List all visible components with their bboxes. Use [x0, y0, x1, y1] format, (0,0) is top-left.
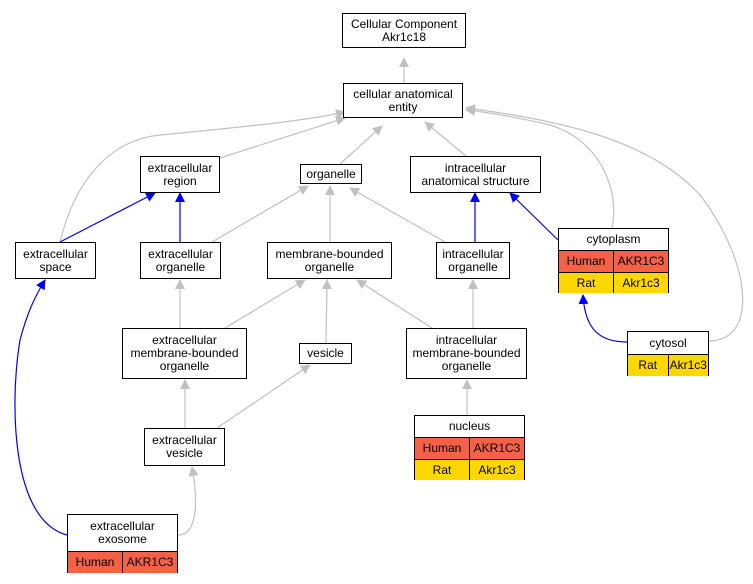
node-label: vesicle	[307, 346, 344, 360]
is-a-edge-extracellular-mbo-to-membrane-bounded-organelle	[224, 279, 306, 329]
species-name: Rat	[432, 462, 452, 477]
node-label: extracellular region	[147, 160, 213, 188]
gene-symbol: AKR1C3	[469, 438, 524, 459]
node-cytoplasm[interactable]: cytoplasm Human AKR1C3 Rat Akr1c3	[558, 228, 669, 293]
is-a-edge-intracellular-organelle-to-organelle	[349, 187, 446, 243]
node-cellular-anatomical-entity[interactable]: cellular anatomical entity	[343, 83, 463, 118]
species-row-human: Human AKR1C3	[559, 250, 668, 272]
node-intracellular-membrane-bounded-organelle[interactable]: intracellular membrane-bounded organelle	[406, 328, 527, 379]
node-extracellular-exosome[interactable]: extracellular exosome Human AKR1C3	[67, 514, 178, 573]
gene-symbol: AKR1C3	[613, 251, 668, 272]
node-label: extracellular vesicle	[152, 433, 217, 460]
is-a-edge-vesicle-to-membrane-bounded-organelle	[321, 279, 332, 344]
species-name: Human	[75, 555, 115, 569]
is-a-edge-intracellular-anatomical-structure-to-cae	[424, 121, 467, 157]
node-label: cytoplasm	[586, 232, 641, 246]
species-name: Rat	[638, 358, 658, 372]
is-a-edge-cytosol-to-cae	[465, 104, 744, 342]
node-label: nucleus	[448, 419, 491, 433]
species-row-rat: Rat Akr1c3	[628, 354, 708, 376]
node-label: extracellular organelle	[148, 246, 213, 274]
gene-symbol: Akr1c3	[667, 355, 709, 376]
is-a-edge-extracellular-organelle-to-organelle	[211, 185, 309, 243]
part-of-edge-extracellular-exosome-to-extracellular-space	[14, 279, 68, 536]
is-a-edge-extracellular-space-to-cae	[59, 109, 346, 243]
node-vesicle[interactable]: vesicle	[299, 343, 352, 364]
node-label: extracellular space	[23, 246, 88, 274]
is-a-edge-extracellular-region-to-cae	[219, 115, 346, 159]
is-a-edge-organelle-to-cae	[339, 125, 383, 165]
node-label: extracellular membrane-bounded organelle	[130, 333, 239, 373]
node-label: cytosol	[649, 335, 687, 350]
node-extracellular-organelle[interactable]: extracellular organelle	[140, 242, 221, 279]
is-a-edge-cytoplasm-to-cae	[465, 105, 615, 229]
node-extracellular-membrane-bounded-organelle[interactable]: extracellular membrane-bounded organelle	[122, 328, 247, 379]
node-cytosol[interactable]: cytosol Rat Akr1c3	[627, 331, 709, 376]
node-cellular-component-akr1c18[interactable]: Cellular Component Akr1c18	[342, 13, 466, 48]
part-of-edge-cytoplasm-to-intracellular-anatomical-structure	[509, 192, 559, 241]
part-of-edge-cytosol-to-cytoplasm	[578, 294, 628, 343]
node-label: cellular anatomical entity	[353, 86, 453, 114]
node-organelle[interactable]: organelle	[300, 164, 362, 184]
is-a-edge-extracellular-exosome-to-extracellular-vesicle	[177, 466, 199, 536]
node-extracellular-space[interactable]: extracellular space	[15, 242, 96, 279]
species-row-rat: Rat Akr1c3	[559, 272, 668, 293]
node-label: Cellular Component Akr1c18	[350, 16, 458, 44]
gene-symbol: AKR1C3	[122, 552, 177, 573]
node-label: intracellular organelle	[442, 246, 504, 274]
node-intracellular-anatomical-structure[interactable]: intracellular anatomical structure	[410, 156, 541, 193]
node-label: intracellular anatomical structure	[421, 160, 530, 188]
species-row-human: Human AKR1C3	[415, 437, 524, 459]
node-extracellular-region[interactable]: extracellular region	[140, 156, 220, 193]
species-name: Rat	[576, 275, 596, 290]
gene-symbol: Akr1c3	[469, 460, 524, 480]
part-of-edge-extracellular-space-to-extracellular-region	[59, 192, 156, 243]
node-intracellular-organelle[interactable]: intracellular organelle	[436, 242, 510, 279]
node-extracellular-vesicle[interactable]: extracellular vesicle	[144, 428, 225, 466]
node-label: intracellular membrane-bounded organelle	[412, 333, 521, 373]
is-a-edge-extracellular-vesicle-to-vesicle	[216, 364, 311, 429]
node-label: organelle	[306, 166, 356, 181]
species-row-human: Human AKR1C3	[68, 551, 177, 573]
species-row-rat: Rat Akr1c3	[415, 459, 524, 480]
is-a-edge-intracellular-mbo-to-membrane-bounded-organelle	[356, 279, 433, 329]
node-label: membrane-bounded organelle	[275, 246, 384, 274]
node-nucleus[interactable]: nucleus Human AKR1C3 Rat Akr1c3	[414, 415, 525, 480]
species-name: Human	[566, 254, 606, 268]
species-name: Human	[422, 441, 462, 455]
gene-symbol: Akr1c3	[613, 273, 668, 293]
node-membrane-bounded-organelle[interactable]: membrane-bounded organelle	[267, 242, 392, 279]
node-label: extracellular exosome	[90, 519, 155, 546]
